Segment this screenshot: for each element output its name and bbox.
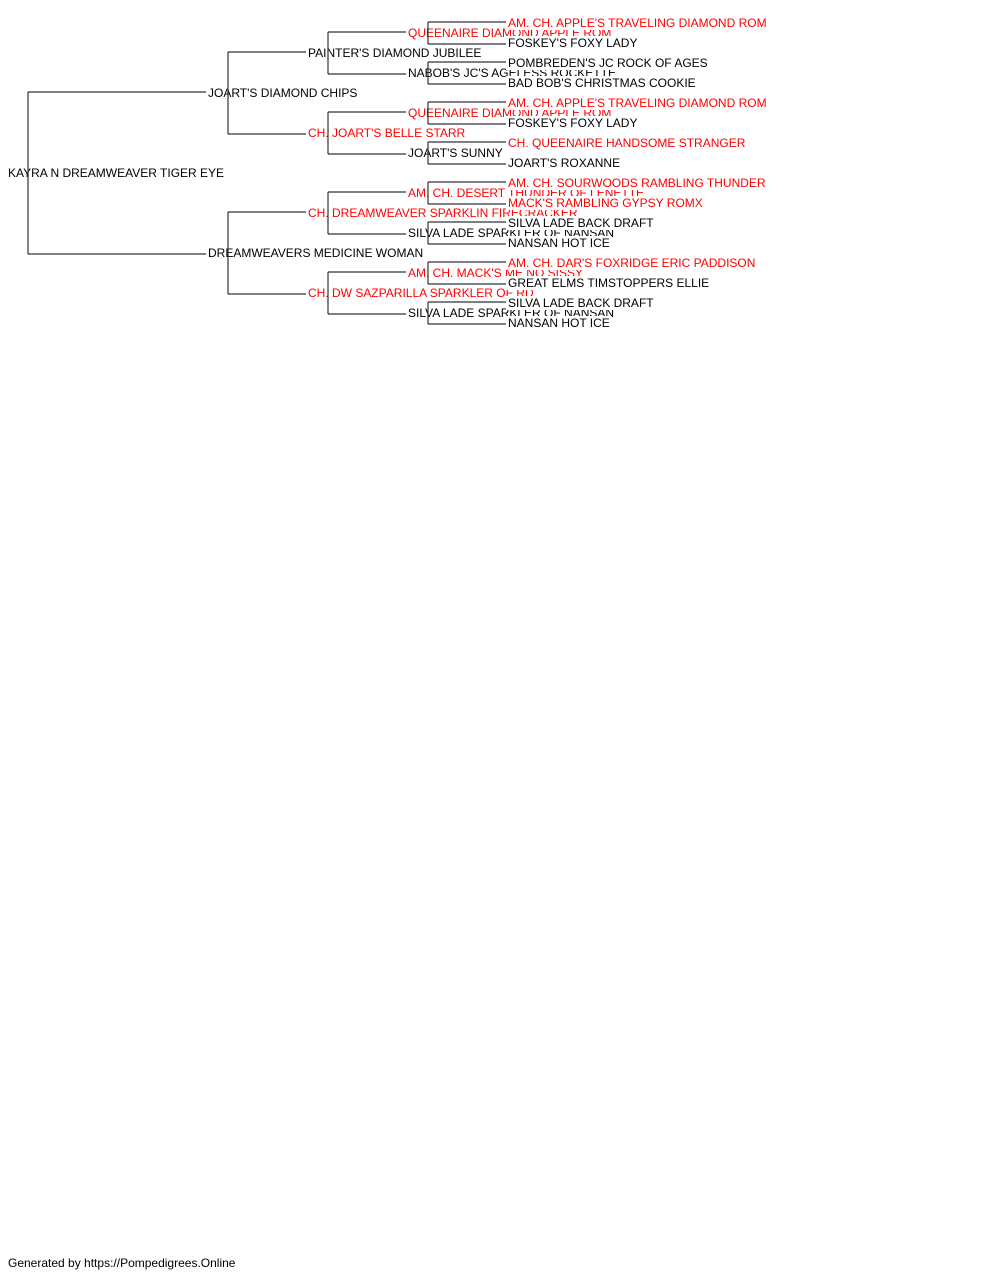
label-background [506,176,768,190]
label-background [506,196,705,210]
label-background [506,236,612,250]
dog-name-gen4: GREAT ELMS TIMSTOPPERS ELLIE [508,276,709,290]
label-background [206,246,426,260]
dog-name-gen4: MACK'S RAMBLING GYPSY ROMX [508,196,703,210]
dog-name-gen4: POMBREDEN'S JC ROCK OF AGES [508,56,708,70]
label-background [306,286,536,300]
label-background [506,36,640,50]
label-background [506,96,769,110]
label-background [506,296,657,310]
dog-name-gen4: SILVA LADE BACK DRAFT [508,216,654,230]
label-background [306,126,468,140]
label-background [6,166,227,180]
dog-name-gen4: AM. CH. APPLE'S TRAVELING DIAMOND ROM [508,16,767,30]
dog-name-gen0: KAYRA N DREAMWEAVER TIGER EYE [8,166,224,180]
dog-name-gen4: AM. CH. DAR'S FOXRIDGE ERIC PADDISON [508,256,755,270]
dog-name-gen4: AM. CH. APPLE'S TRAVELING DIAMOND ROM [508,96,767,110]
dog-name-gen4: SILVA LADE BACK DRAFT [508,296,654,310]
dog-name-gen4: FOSKEY'S FOXY LADY [508,116,637,130]
label-background [206,86,360,100]
label-background [506,76,698,90]
label-background [506,216,657,230]
label-background [506,316,612,330]
dog-name-gen4: CH. QUEENAIRE HANDSOME STRANGER [508,136,746,150]
label-background [306,46,484,60]
label-background [506,116,640,130]
dog-name-gen4: JOART'S ROXANNE [508,156,620,170]
label-background [506,16,769,30]
dog-name-gen2: PAINTER'S DIAMOND JUBILEE [308,46,481,60]
label-background [406,146,505,160]
generator-credit: Generated by https://Pompedigrees.Online [8,1256,236,1270]
dog-name-gen4: BAD BOB'S CHRISTMAS COOKIE [508,76,696,90]
dog-name-gen1: JOART'S DIAMOND CHIPS [208,86,357,100]
dog-name-gen4: FOSKEY'S FOXY LADY [508,36,637,50]
dog-name-gen2: CH. DW SAZPARILLA SPARKLER OF RD [308,286,534,300]
dog-name-gen4: AM. CH. SOURWOODS RAMBLING THUNDER [508,176,766,190]
dog-name-gen1: DREAMWEAVERS MEDICINE WOMAN [208,246,423,260]
dog-name-gen3: JOART'S SUNNY [408,146,503,160]
label-background [506,136,748,150]
dog-name-gen4: NANSAN HOT ICE [508,236,610,250]
label-background [506,276,712,290]
label-background [506,56,710,70]
dog-name-gen4: NANSAN HOT ICE [508,316,610,330]
label-background [506,256,758,270]
dog-name-gen2: CH. JOART'S BELLE STARR [308,126,466,140]
label-background [506,156,623,170]
